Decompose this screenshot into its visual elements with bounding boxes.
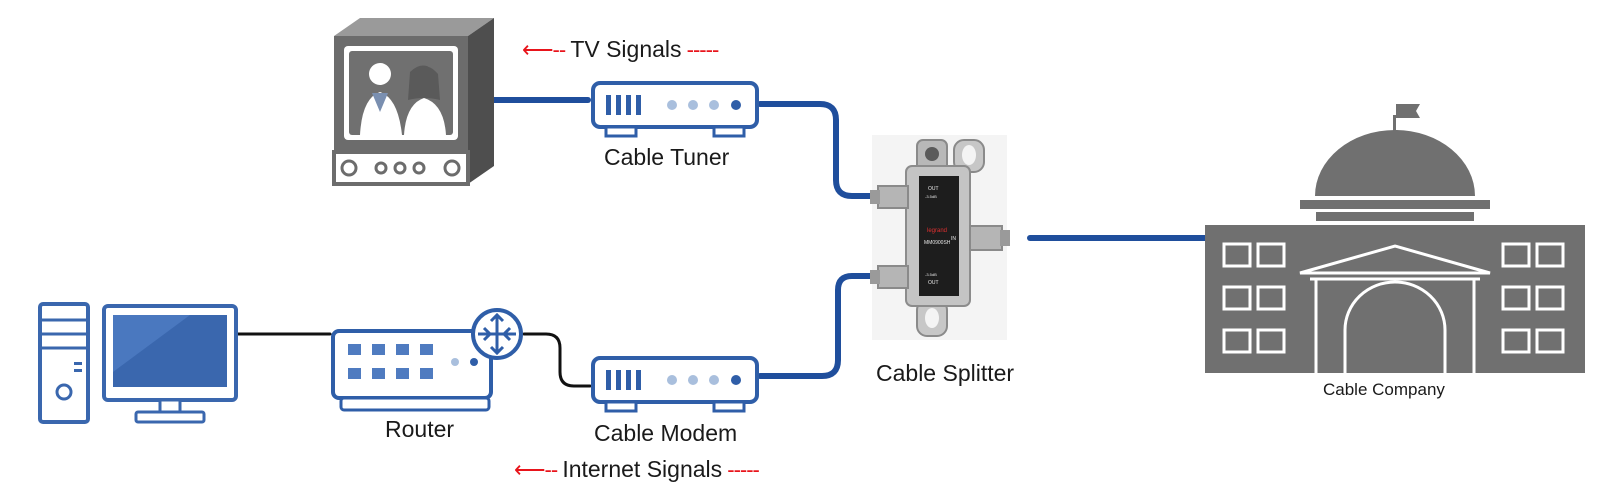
- dash-line-icon: --: [544, 456, 563, 482]
- splitter-out-label-2: OUT: [928, 280, 939, 286]
- cable-tuner-label: Cable Tuner: [604, 144, 730, 170]
- router-label: Router: [385, 416, 455, 442]
- router-icon: [331, 308, 523, 412]
- splitter-in-label: IN: [951, 236, 956, 242]
- cable-company-label: Cable Company: [1323, 380, 1445, 399]
- dash-line-icon: -----: [681, 36, 720, 62]
- splitter-model: MM0900SH: [924, 240, 951, 246]
- coax-splitter-icon: OUT -3.5dB legrand MM0900SH IN -3.5dB OU…: [870, 135, 1010, 340]
- tv-signals-label: TV Signals: [570, 36, 682, 62]
- splitter-out-label-1: OUT: [928, 186, 939, 192]
- desktop-computer-icon: [38, 302, 238, 424]
- cables: [234, 97, 1208, 388]
- cable-modem-label: Cable Modem: [594, 420, 738, 446]
- cable-splitter-label: Cable Splitter: [876, 360, 1015, 386]
- dash-line-icon: -----: [722, 456, 760, 482]
- cable-modem-icon: [591, 356, 759, 413]
- splitter-rating-2: -3.5dB: [925, 272, 937, 277]
- coax-tuner-to-splitter: [757, 101, 883, 199]
- television-icon: [332, 18, 494, 186]
- splitter-brand: legrand: [927, 228, 947, 234]
- dash-line-icon: --: [552, 36, 571, 62]
- cable-tuner-icon: [591, 81, 759, 138]
- red-left-arrow-icon: ⟵: [514, 456, 546, 482]
- cable-company-building-icon: [1205, 104, 1585, 373]
- tv-signals-indicator: ⟵ -- TV Signals -----: [522, 36, 720, 63]
- red-left-arrow-icon: ⟵: [522, 36, 554, 62]
- internet-signals-label: Internet Signals: [562, 456, 723, 482]
- splitter-rating-1: -3.5dB: [925, 194, 937, 199]
- coax-modem-to-splitter: [757, 273, 883, 379]
- ethernet-router-to-modem: [522, 332, 592, 388]
- internet-signals-indicator: ⟵ -- Internet Signals -----: [514, 456, 760, 483]
